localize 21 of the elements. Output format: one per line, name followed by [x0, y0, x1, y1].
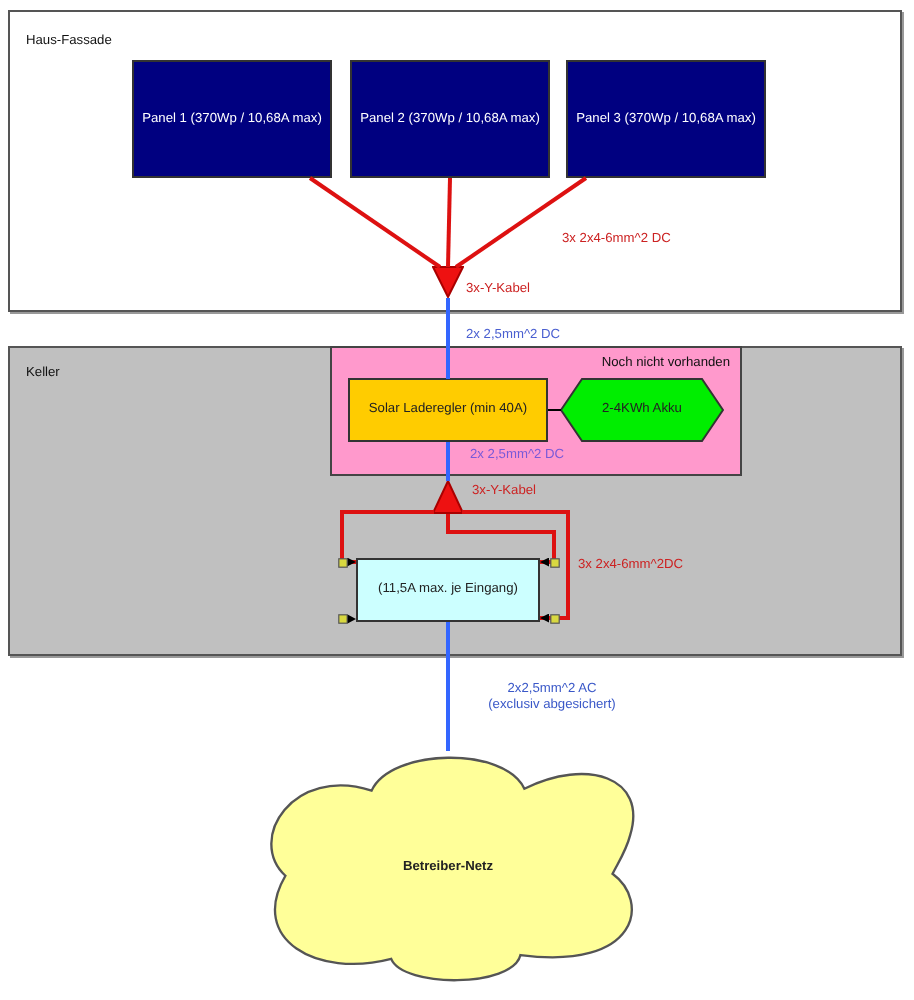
panel-box [350, 60, 550, 178]
connector-line [454, 176, 588, 269]
connector-line [446, 442, 450, 481]
panel-box [132, 60, 332, 178]
panel-box [566, 60, 766, 178]
group-frame [8, 346, 902, 656]
connector-line [340, 510, 434, 567]
process-box [348, 378, 548, 442]
connector-line [446, 514, 556, 567]
group-frame [8, 10, 902, 312]
connector-line [446, 622, 450, 751]
triangle-shape [432, 480, 464, 514]
connector-line [446, 177, 452, 268]
connector-line [462, 510, 570, 623]
connector-line [547, 409, 562, 411]
triangle-shape [432, 266, 464, 298]
connector-line [446, 298, 450, 379]
connector-line [308, 176, 442, 269]
group-frame [330, 346, 742, 476]
hexagon-shape [560, 378, 724, 442]
process-box [356, 558, 540, 622]
